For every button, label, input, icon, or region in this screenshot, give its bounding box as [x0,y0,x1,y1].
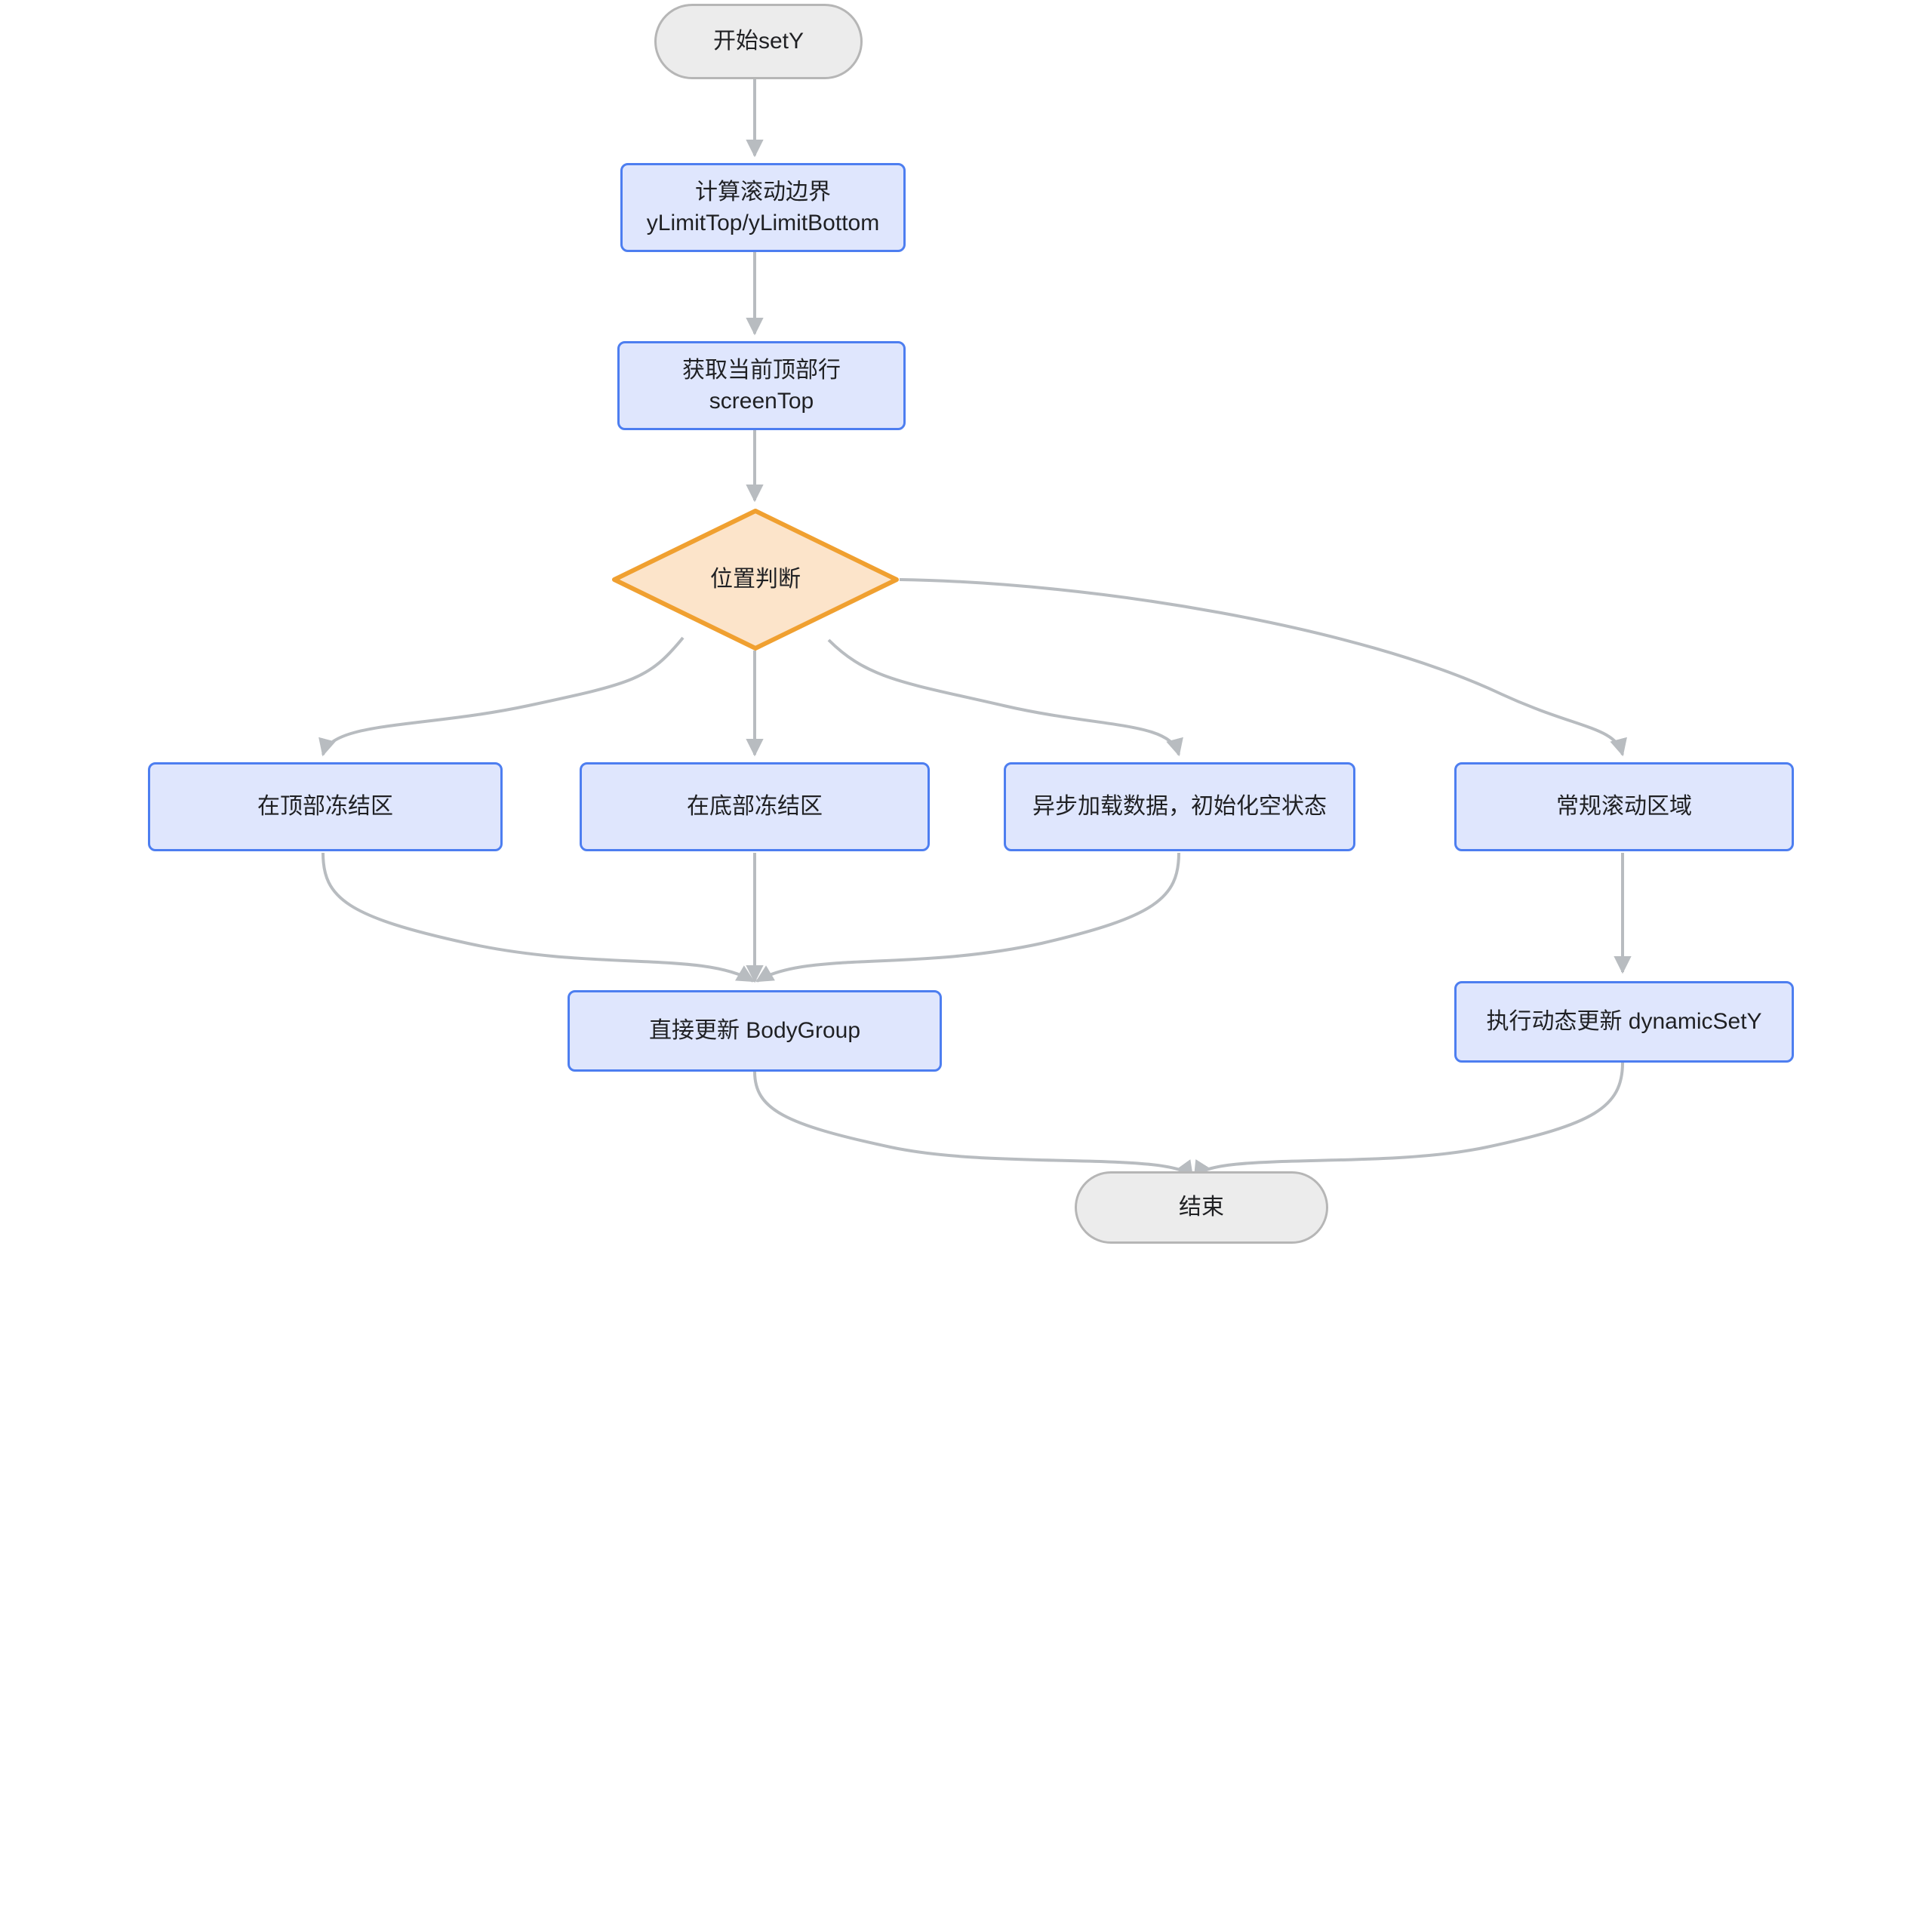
node-get-screen-top-label: 获取当前顶部行 screenTop [682,357,841,414]
node-start-label: 开始setY [712,29,804,54]
node-async-load-data[interactable]: 异步加载数据，初始化空状态 [1004,762,1355,851]
node-calc-scroll-limits-label: 计算滚动边界 yLimitTop/yLimitBottom [646,179,880,235]
edge-decision-to-async-load [827,638,1183,757]
node-normal-scroll-area[interactable]: 常规滚动区域 [1454,762,1794,851]
node-start[interactable]: 开始setY [654,4,863,79]
edge-update-body-to-end [753,1071,1194,1179]
node-update-bodygroup[interactable]: 直接更新 BodyGroup [568,990,942,1072]
node-calc-scroll-limits[interactable]: 计算滚动边界 yLimitTop/yLimitBottom [620,163,906,252]
node-frozen-bottom-area-label: 在底部冻结区 [687,794,823,820]
edge-async-load-to-update-body [755,852,1180,983]
diamond-shape-icon [612,509,899,651]
node-end[interactable]: 结束 [1075,1171,1328,1244]
edge-dynamic-sety-to-end [1193,1062,1624,1179]
node-update-bodygroup-label: 直接更新 BodyGroup [648,1018,861,1044]
node-normal-scroll-area-label: 常规滚动区域 [1556,794,1692,820]
node-get-screen-top[interactable]: 获取当前顶部行 screenTop [617,341,906,430]
edge-frozen-top-to-update-body [321,852,755,983]
node-position-decision-label: 位置判断 [710,567,801,592]
node-async-load-data-label: 异步加载数据，初始化空状态 [1032,794,1327,820]
node-end-label: 结束 [1179,1195,1224,1220]
node-frozen-bottom-area[interactable]: 在底部冻结区 [580,762,930,851]
edge-decision-to-normal-area [899,578,1627,757]
node-position-decision[interactable]: 位置判断 [611,508,900,651]
node-dynamic-sety[interactable]: 执行动态更新 dynamicSetY [1454,981,1794,1063]
node-frozen-top-area-label: 在顶部冻结区 [257,794,393,820]
edge-decision-to-frozen-top [318,636,685,757]
node-frozen-top-area[interactable]: 在顶部冻结区 [148,762,503,851]
node-dynamic-sety-label: 执行动态更新 dynamicSetY [1486,1009,1762,1035]
